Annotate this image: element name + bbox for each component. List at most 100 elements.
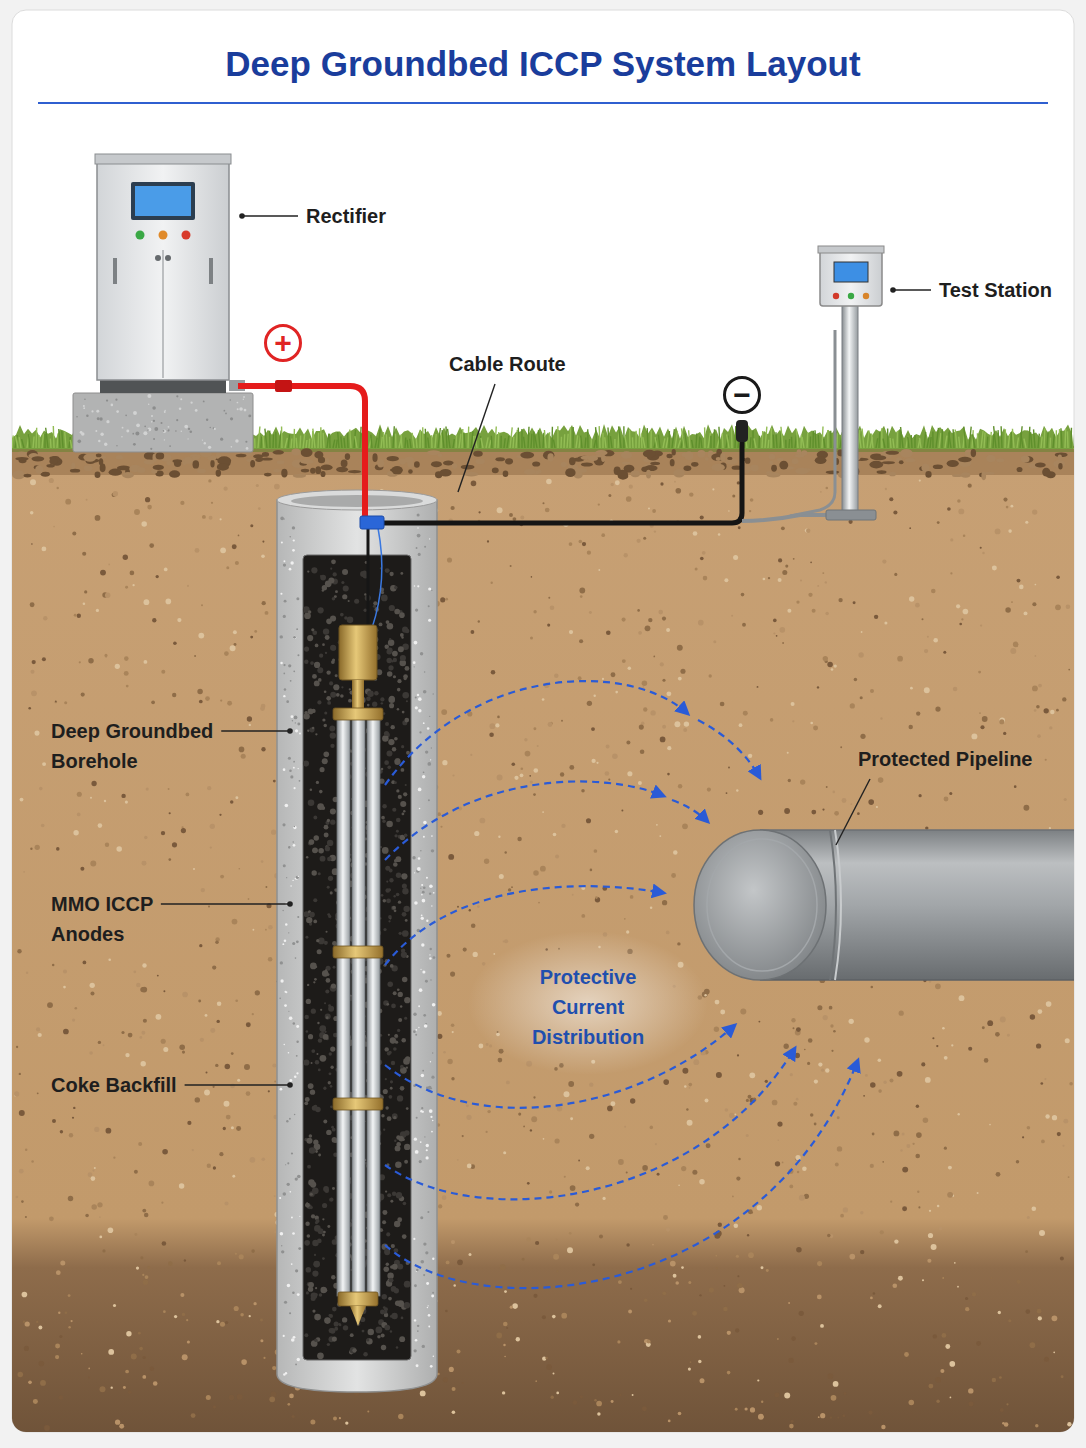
grass-blade	[692, 440, 693, 448]
soil-speck	[723, 1285, 725, 1287]
grass-blade	[288, 434, 290, 448]
soil-speck	[442, 760, 447, 765]
soil-speck	[936, 1045, 938, 1047]
grass-blade	[15, 435, 17, 448]
soil-speck	[427, 1388, 430, 1391]
soil-speck	[793, 558, 795, 560]
grass-blade	[1028, 427, 1030, 448]
grass-blade	[299, 435, 301, 448]
soil-speck	[996, 1172, 1001, 1177]
grass-blade	[952, 429, 954, 448]
soil-speck	[998, 1311, 1001, 1314]
soil-speck	[204, 1090, 210, 1096]
soil-speck	[91, 1204, 97, 1210]
grass-blade	[678, 440, 680, 448]
grass-blade	[919, 438, 921, 448]
grass-blade	[658, 435, 660, 448]
soil-speck	[92, 1170, 94, 1172]
soil-speck	[648, 508, 650, 510]
soil-speck	[471, 630, 475, 634]
pebble	[621, 451, 632, 459]
grass-blade	[471, 431, 473, 448]
soil-speck	[837, 1116, 840, 1119]
soil-speck	[581, 914, 585, 918]
soil-speck	[504, 1356, 506, 1358]
soil-speck	[115, 664, 120, 669]
soil-speck	[467, 1164, 472, 1169]
soil-speck	[935, 1377, 941, 1383]
soil-speck	[265, 886, 267, 888]
grass-blade	[33, 437, 34, 448]
soil-speck	[850, 803, 852, 805]
soil-speck	[610, 1101, 615, 1106]
pebble	[1058, 463, 1062, 469]
soil-speck	[1003, 732, 1006, 735]
soil-speck	[125, 801, 128, 804]
soil-speck	[25, 1216, 27, 1218]
soil-speck	[944, 1147, 947, 1150]
soil-speck	[688, 1281, 691, 1284]
soil-speck	[32, 660, 36, 664]
soil-speck	[683, 728, 687, 732]
soil-speck	[564, 1176, 566, 1178]
soil-speck	[466, 1115, 471, 1120]
grass-blade	[682, 428, 684, 448]
soil-speck	[660, 737, 666, 743]
soil-speck	[447, 1059, 452, 1064]
soil-speck	[736, 789, 738, 791]
soil-speck	[151, 700, 155, 704]
pebble	[372, 453, 377, 462]
soil-speck	[1025, 1250, 1028, 1253]
soil-speck	[506, 1080, 510, 1084]
soil-speck	[530, 1129, 532, 1131]
soil-speck	[830, 1024, 833, 1027]
soil-speck	[587, 701, 592, 706]
soil-speck	[182, 1354, 188, 1360]
soil-speck	[564, 1091, 570, 1097]
soil-speck	[746, 1099, 749, 1102]
soil-speck	[880, 717, 882, 719]
grass-blade	[1017, 437, 1018, 448]
soil-speck	[853, 601, 856, 604]
soil-speck	[134, 1170, 138, 1174]
grass-blade	[643, 437, 645, 448]
grass-blade	[587, 429, 589, 448]
soil-speck	[749, 1072, 755, 1078]
pebble	[581, 462, 593, 466]
grass-blade	[927, 437, 929, 448]
soil-speck	[802, 1167, 807, 1172]
soil-speck	[268, 1090, 270, 1092]
soil-speck	[777, 1338, 779, 1340]
soil-speck	[902, 1206, 907, 1211]
soil-speck	[775, 1161, 780, 1166]
soil-speck	[139, 1036, 142, 1039]
soil-speck	[883, 1081, 886, 1084]
soil-speck	[662, 1291, 666, 1295]
soil-speck	[260, 706, 265, 711]
grass-blade	[338, 432, 339, 448]
soil-speck	[624, 553, 628, 557]
soil-speck	[535, 1241, 539, 1245]
soil-speck	[546, 479, 552, 485]
soil-speck	[942, 1027, 945, 1030]
soil-speck	[542, 698, 545, 701]
soil-speck	[495, 723, 499, 727]
soil-speck	[230, 1084, 235, 1089]
grass-blade	[467, 427, 469, 448]
soil-speck	[237, 1079, 240, 1082]
soil-speck	[108, 1227, 114, 1233]
soil-speck	[157, 975, 159, 977]
soil-speck	[440, 597, 445, 602]
soil-speck	[626, 496, 632, 502]
soil-speck	[509, 513, 513, 517]
soil-speck	[858, 652, 863, 657]
soil-speck	[893, 510, 897, 514]
grass-blade	[986, 437, 988, 448]
grass-blade	[305, 440, 307, 448]
soil-speck	[897, 656, 903, 662]
grass-blade	[428, 438, 429, 448]
soil-speck	[942, 1333, 947, 1338]
soil-speck	[628, 1310, 632, 1314]
soil-speck	[220, 518, 222, 520]
soil-speck	[861, 631, 863, 633]
